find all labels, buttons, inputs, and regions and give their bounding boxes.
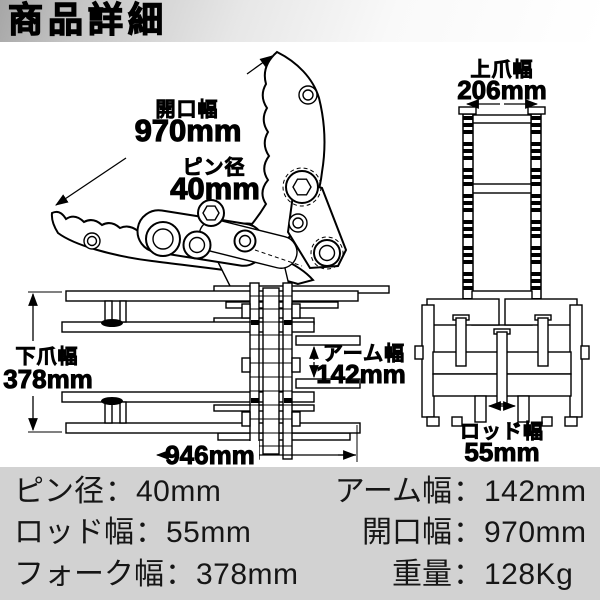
header-banner: 商品詳細	[0, 0, 600, 42]
tine-3	[61, 391, 315, 403]
front-left-tine	[462, 113, 474, 307]
spec-row-weight: 重量：128Kg	[304, 555, 600, 595]
spec-label: ピン径	[14, 474, 104, 508]
right-tine-cap	[527, 106, 546, 115]
spec-row-pin-diameter: ピン径：40mm	[14, 472, 304, 512]
central-spine	[241, 282, 301, 460]
spec-value: 40mm	[136, 474, 222, 508]
spec-value: 142mm	[484, 474, 587, 508]
arm-bar-bottom	[295, 378, 361, 389]
lower-claw-pin-hole-inner	[86, 235, 98, 247]
overlay-bar	[225, 301, 339, 309]
rod-width-value: 55mm	[464, 437, 539, 467]
side-view-diagram: 開口幅 970mm ピン径 40mm	[50, 50, 348, 303]
tine-4	[65, 422, 361, 434]
spec-row-opening-width: 開口幅：970mm	[304, 513, 600, 553]
top-crossbar	[472, 114, 532, 124]
spec-value: 970mm	[484, 516, 587, 550]
upper-claw-width-label: 上爪幅	[471, 58, 534, 81]
front-right-tine	[530, 113, 542, 307]
spec-value: 55mm	[166, 516, 252, 550]
spec-label: ロッド幅	[14, 516, 134, 550]
tine-2	[61, 321, 315, 333]
spec-label: 重量	[392, 558, 452, 592]
arm-width-label: アーム幅	[323, 342, 405, 365]
spec-row-arm-width: アーム幅：142mm	[304, 472, 600, 512]
tine-1	[65, 290, 359, 302]
spec-value: 128Kg	[484, 558, 574, 592]
upper-claw-width-value: 206mm	[457, 75, 547, 105]
spec-separator: ：	[135, 516, 165, 550]
page-title: 商品詳細	[7, 0, 169, 40]
spec-separator: ：	[165, 558, 195, 592]
diagram-canvas: 開口幅 970mm ピン径 40mm	[3, 50, 590, 471]
spec-column-right: アーム幅：142mm 開口幅：970mm 重量：128Kg	[304, 467, 600, 600]
mid-crossbar	[472, 183, 532, 194]
spec-row-rod-width: ロッド幅：55mm	[14, 513, 304, 553]
pin-diameter-label: ピン径	[183, 155, 246, 179]
spec-label: アーム幅	[334, 474, 452, 508]
technical-diagrams: 開口幅 970mm ピン径 40mm	[0, 42, 600, 471]
bracket-pin-holes	[282, 85, 344, 270]
spec-label: フォーク幅	[14, 558, 164, 592]
spec-separator: ：	[453, 558, 483, 592]
rod-width-label: ロッド幅	[460, 420, 544, 443]
left-tine-cap	[458, 106, 477, 115]
lower-claw-width-dimension-arrow	[28, 291, 62, 433]
front-view-body	[414, 290, 590, 427]
spec-label: 開口幅	[362, 516, 452, 550]
overall-length-value: 946mm	[165, 440, 255, 467]
spec-table: ピン径：40mm ロッド幅：55mm フォーク幅：378mm アーム幅：142m…	[0, 467, 600, 600]
left-rails	[101, 300, 127, 424]
lower-claw-width-value: 378mm	[3, 364, 93, 394]
opening-width-dimension-arrow	[55, 55, 273, 206]
arm-bar-top	[295, 335, 361, 346]
spec-separator: ：	[453, 474, 483, 508]
spec-separator: ：	[105, 474, 135, 508]
opening-width-value: 970mm	[135, 113, 242, 148]
overall-length-dimension-arrow	[155, 425, 358, 467]
arm-width-value: 142mm	[316, 359, 406, 389]
spec-row-fork-width: フォーク幅：378mm	[14, 555, 304, 595]
pin-diameter-value: 40mm	[170, 171, 260, 206]
top-view-diagram: 下爪幅 378mm アーム幅 142mm 946mm	[3, 282, 406, 471]
spec-separator: ：	[453, 516, 483, 550]
opening-width-label: 開口幅	[156, 98, 219, 121]
spec-value: 378mm	[196, 558, 299, 592]
lower-claw-width-label: 下爪幅	[16, 345, 79, 368]
front-view-diagram: 上爪幅 206mm ロッド幅 55mm	[414, 58, 590, 468]
spec-column-left: ピン径：40mm ロッド幅：55mm フォーク幅：378mm	[0, 467, 304, 600]
